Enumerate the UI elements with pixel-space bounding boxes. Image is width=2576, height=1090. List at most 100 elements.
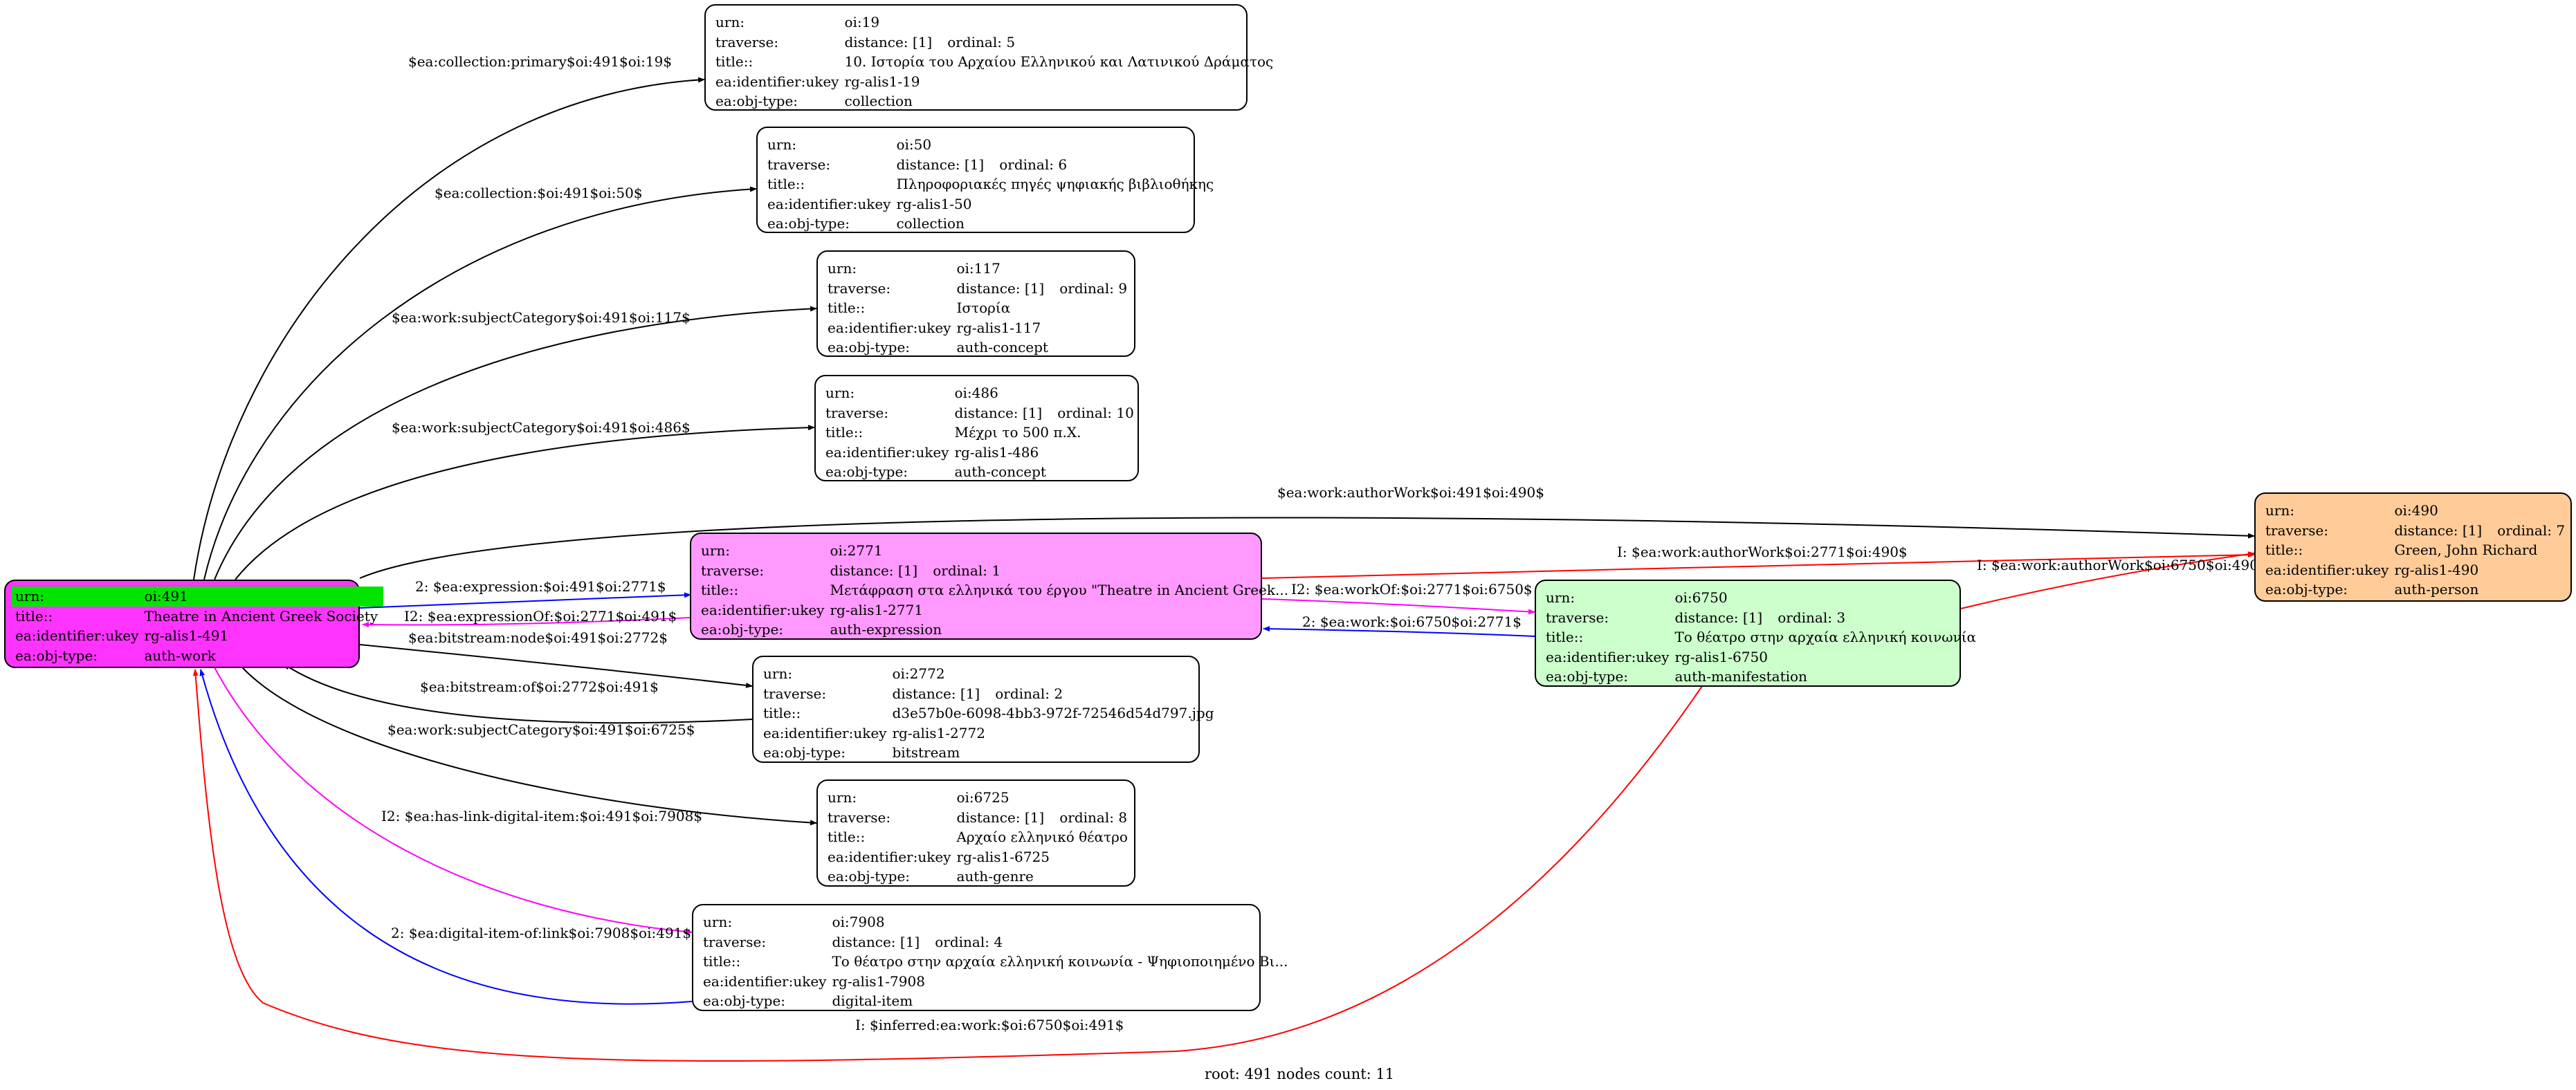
node-oi-486[interactable]: urn:oi:486 traverse:distance: [1]ordinal…	[814, 375, 1139, 481]
node-distance: distance: [1]	[1674, 609, 1763, 626]
field-label-traverse: traverse:	[701, 562, 765, 579]
field-label-traverse: traverse:	[703, 933, 767, 950]
node-type: auth-work	[144, 647, 216, 664]
field-label-type: ea:obj-type:	[701, 621, 784, 638]
field-label-urn: urn:	[2265, 502, 2295, 519]
field-label-ukey: ea:identifier:ukey	[828, 319, 951, 336]
node-urn: oi:117	[956, 260, 1001, 277]
field-label-urn: urn:	[828, 789, 857, 806]
node-oi-6750[interactable]: urn:oi:6750 traverse:distance: [1]ordina…	[1535, 580, 1976, 687]
edge-label-14: I: $ea:work:authorWork$oi:2771$oi:490$	[1617, 544, 1908, 560]
field-label-type: ea:obj-type:	[1546, 668, 1629, 685]
node-type: auth-genre	[956, 868, 1034, 885]
edge-label-2: $ea:collection:$oi:491$oi:50$	[435, 185, 643, 201]
node-oi-491[interactable]: urn:oi:491 title::Theatre in Ancient Gre…	[4, 580, 384, 668]
field-label-type: ea:obj-type:	[703, 992, 786, 1009]
node-urn: oi:491	[144, 586, 384, 607]
field-label-ukey: ea:identifier:ukey	[763, 724, 887, 741]
field-label-type: ea:obj-type:	[828, 868, 911, 885]
node-urn: oi:486	[954, 385, 998, 401]
edge-authorwork-6750-490	[1960, 551, 2255, 609]
node-oi-19[interactable]: urn:oi:19 traverse:distance: [1]ordinal:…	[704, 4, 1273, 111]
node-ordinal: ordinal: 5	[947, 33, 1016, 50]
edge-label-1: $ea:collection:primary$oi:491$oi:19$	[408, 53, 672, 70]
field-label-ukey: ea:identifier:ukey	[828, 848, 951, 865]
node-ordinal: ordinal: 10	[1057, 404, 1134, 421]
node-title: Green, John Richard	[2394, 542, 2538, 558]
node-ordinal: ordinal: 6	[999, 156, 1068, 173]
field-label-traverse: traverse:	[767, 156, 831, 173]
node-urn: oi:19	[844, 14, 880, 30]
node-oi-50[interactable]: urn:oi:50 traverse:distance: [1]ordinal:…	[756, 127, 1214, 233]
node-ordinal: ordinal: 1	[933, 562, 1001, 579]
node-urn: oi:2772	[892, 665, 945, 682]
field-label-type: ea:obj-type:	[15, 647, 98, 664]
node-ukey: rg-alis1-117	[956, 319, 1041, 336]
node-type: collection	[844, 93, 913, 109]
field-label-urn: urn:	[763, 665, 793, 682]
edge-label-4: $ea:work:subjectCategory$oi:491$oi:486$	[392, 419, 691, 436]
node-title: Πληροφοριακές πηγές ψηφιακής βιβλιοθήκης	[896, 176, 1214, 192]
node-oi-490[interactable]: urn:oi:490 traverse:distance: [1]ordinal…	[2254, 492, 2572, 602]
node-type: auth-manifestation	[1674, 668, 1807, 685]
node-type: auth-person	[2394, 581, 2479, 598]
field-label-ukey: ea:identifier:ukey	[15, 627, 139, 644]
node-type: auth-expression	[830, 621, 942, 638]
field-label-title: title::	[828, 299, 866, 316]
node-title: Το θέατρο στην αρχαία ελληνική κοινωνία	[1674, 629, 1977, 645]
node-title: d3e57b0e-6098-4bb3-972f-72546d54d797.jpg	[892, 705, 1214, 721]
edge-label-10: $ea:work:subjectCategory$oi:491$oi:6725$	[387, 721, 695, 738]
edge-subject-486	[235, 425, 815, 580]
node-oi-2771[interactable]: urn:oi:2771 traverse:distance: [1]ordina…	[690, 533, 1288, 640]
node-ordinal: ordinal: 3	[1778, 609, 1846, 626]
node-distance: distance: [1]	[830, 562, 918, 579]
edge-subject-6725	[241, 667, 817, 826]
edge-label-17: I: $ea:work:authorWork$oi:6750$oi:490$	[1977, 557, 2267, 573]
field-label-type: ea:obj-type:	[2265, 581, 2348, 598]
field-label-title: title::	[825, 424, 864, 441]
node-oi-6725[interactable]: urn:oi:6725 traverse:distance: [1]ordina…	[816, 779, 1135, 887]
field-label-type: ea:obj-type:	[825, 463, 908, 480]
edge-collection-primary-19	[193, 77, 705, 580]
edge-work-2771	[1263, 626, 1535, 637]
node-ukey: rg-alis1-6750	[1674, 648, 1768, 665]
node-title: Αρχαίο ελληνικό θέατρο	[956, 829, 1128, 845]
node-title: Theatre in Ancient Greek Society	[144, 607, 378, 625]
field-label-traverse: traverse:	[828, 809, 891, 826]
node-urn: oi:7908	[832, 914, 885, 930]
graph-footer: root: 491 nodes count: 11	[1205, 1066, 1395, 1082]
edge-label-13: I: $inferred:ea:work:$oi:6750$oi:491$	[855, 1017, 1124, 1033]
node-ordinal: ordinal: 4	[935, 933, 1003, 950]
field-label-urn: urn:	[767, 136, 797, 153]
node-urn: oi:6750	[1674, 589, 1728, 606]
node-oi-7908[interactable]: urn:oi:7908 traverse:distance: [1]ordina…	[692, 904, 1288, 1011]
edge-label-11: I2: $ea:has-link-digital-item:$oi:491$oi…	[381, 808, 702, 824]
field-label-ukey: ea:identifier:ukey	[1546, 648, 1670, 665]
node-type: bitstream	[892, 744, 960, 761]
edge-collection-50	[203, 186, 757, 580]
field-label-urn: urn:	[11, 586, 145, 607]
node-ordinal: ordinal: 9	[1059, 279, 1128, 297]
field-label-ukey: ea:identifier:ukey	[2265, 561, 2389, 578]
node-distance: distance: [1]	[844, 33, 933, 50]
field-label-urn: urn:	[1546, 589, 1575, 606]
node-type: collection	[896, 215, 965, 232]
node-oi-117[interactable]: urn:oi:117 traverse:distance: [1]ordinal…	[816, 250, 1135, 357]
node-urn: oi:2771	[830, 542, 883, 559]
node-distance: distance: [1]	[956, 809, 1045, 826]
node-title: Μετάφραση στα ελληνικά του έργου "Theatr…	[830, 582, 1289, 598]
field-label-title: title::	[828, 829, 866, 845]
node-distance: distance: [1]	[892, 685, 980, 702]
field-label-type: ea:obj-type:	[767, 215, 850, 232]
edge-label-5: $ea:work:authorWork$oi:491$oi:490$	[1277, 484, 1544, 501]
edge-workof-6750	[1261, 598, 1535, 615]
node-title: Ιστορία	[956, 299, 1011, 316]
node-ukey: rg-alis1-7908	[832, 972, 925, 990]
node-distance: distance: [1]	[896, 156, 985, 173]
field-label-traverse: traverse:	[715, 33, 779, 50]
node-ukey: rg-alis1-2771	[830, 601, 923, 618]
field-label-title: title::	[763, 705, 801, 721]
node-ukey: rg-alis1-486	[954, 443, 1039, 461]
node-ordinal: ordinal: 2	[995, 685, 1063, 702]
node-oi-2772[interactable]: urn:oi:2772 traverse:distance: [1]ordina…	[752, 656, 1214, 763]
